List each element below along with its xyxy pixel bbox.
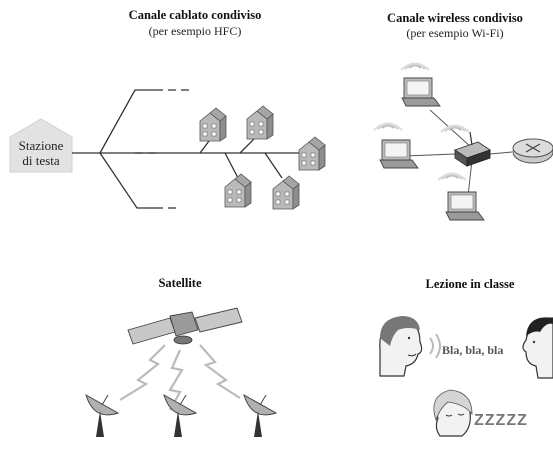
hfc-network [9,89,326,210]
classroom-title: Lezione in classe [425,277,515,291]
speaking-person-icon [379,316,423,377]
wifi-subtitle: (per esempio Wi-Fi) [406,26,504,40]
wifi-title: Canale wireless condiviso [387,11,523,25]
house-icon [246,105,274,140]
house-icon [199,107,227,142]
hfc-title: Canale cablato condiviso [128,8,262,22]
cable-lines [72,89,300,209]
wifi-network [373,62,553,221]
wifi-signal-icon [400,62,430,71]
speech-waves [429,333,441,359]
classroom-scene [379,316,553,437]
house-icon [224,173,252,208]
satellite-dish-icon [85,394,119,438]
headend-building [9,118,73,173]
laptop-icon [379,139,419,169]
laptop-icon [401,77,441,107]
satellite-dish-icon [163,394,197,438]
satellite-dish-icon [243,394,277,438]
access-point-icon [453,131,492,167]
wifi-signal-icon [373,122,403,131]
house-icon [272,175,300,210]
satellite-scene [85,307,277,438]
headend-label-line2: di testa [22,153,60,168]
sleeping-person-icon [433,389,473,437]
hfc-subtitle: (per esempio HFC) [148,24,242,38]
wifi-signal-icon [440,124,470,133]
sleep-text: ZZZZZ [474,412,528,429]
laptop-icon [445,191,485,221]
wifi-signal-icon [437,172,467,181]
satellite-signals [119,344,241,411]
headend-label-line1: Stazione [18,138,64,153]
satellite-title: Satellite [158,276,202,290]
listening-person-icon [522,317,553,379]
router-icon [512,138,553,164]
speech-text: Bla, bla, bla [442,343,504,357]
house-icon [298,136,326,171]
satellite-icon [127,307,243,345]
headend-label: Stazione di testa [8,138,74,168]
